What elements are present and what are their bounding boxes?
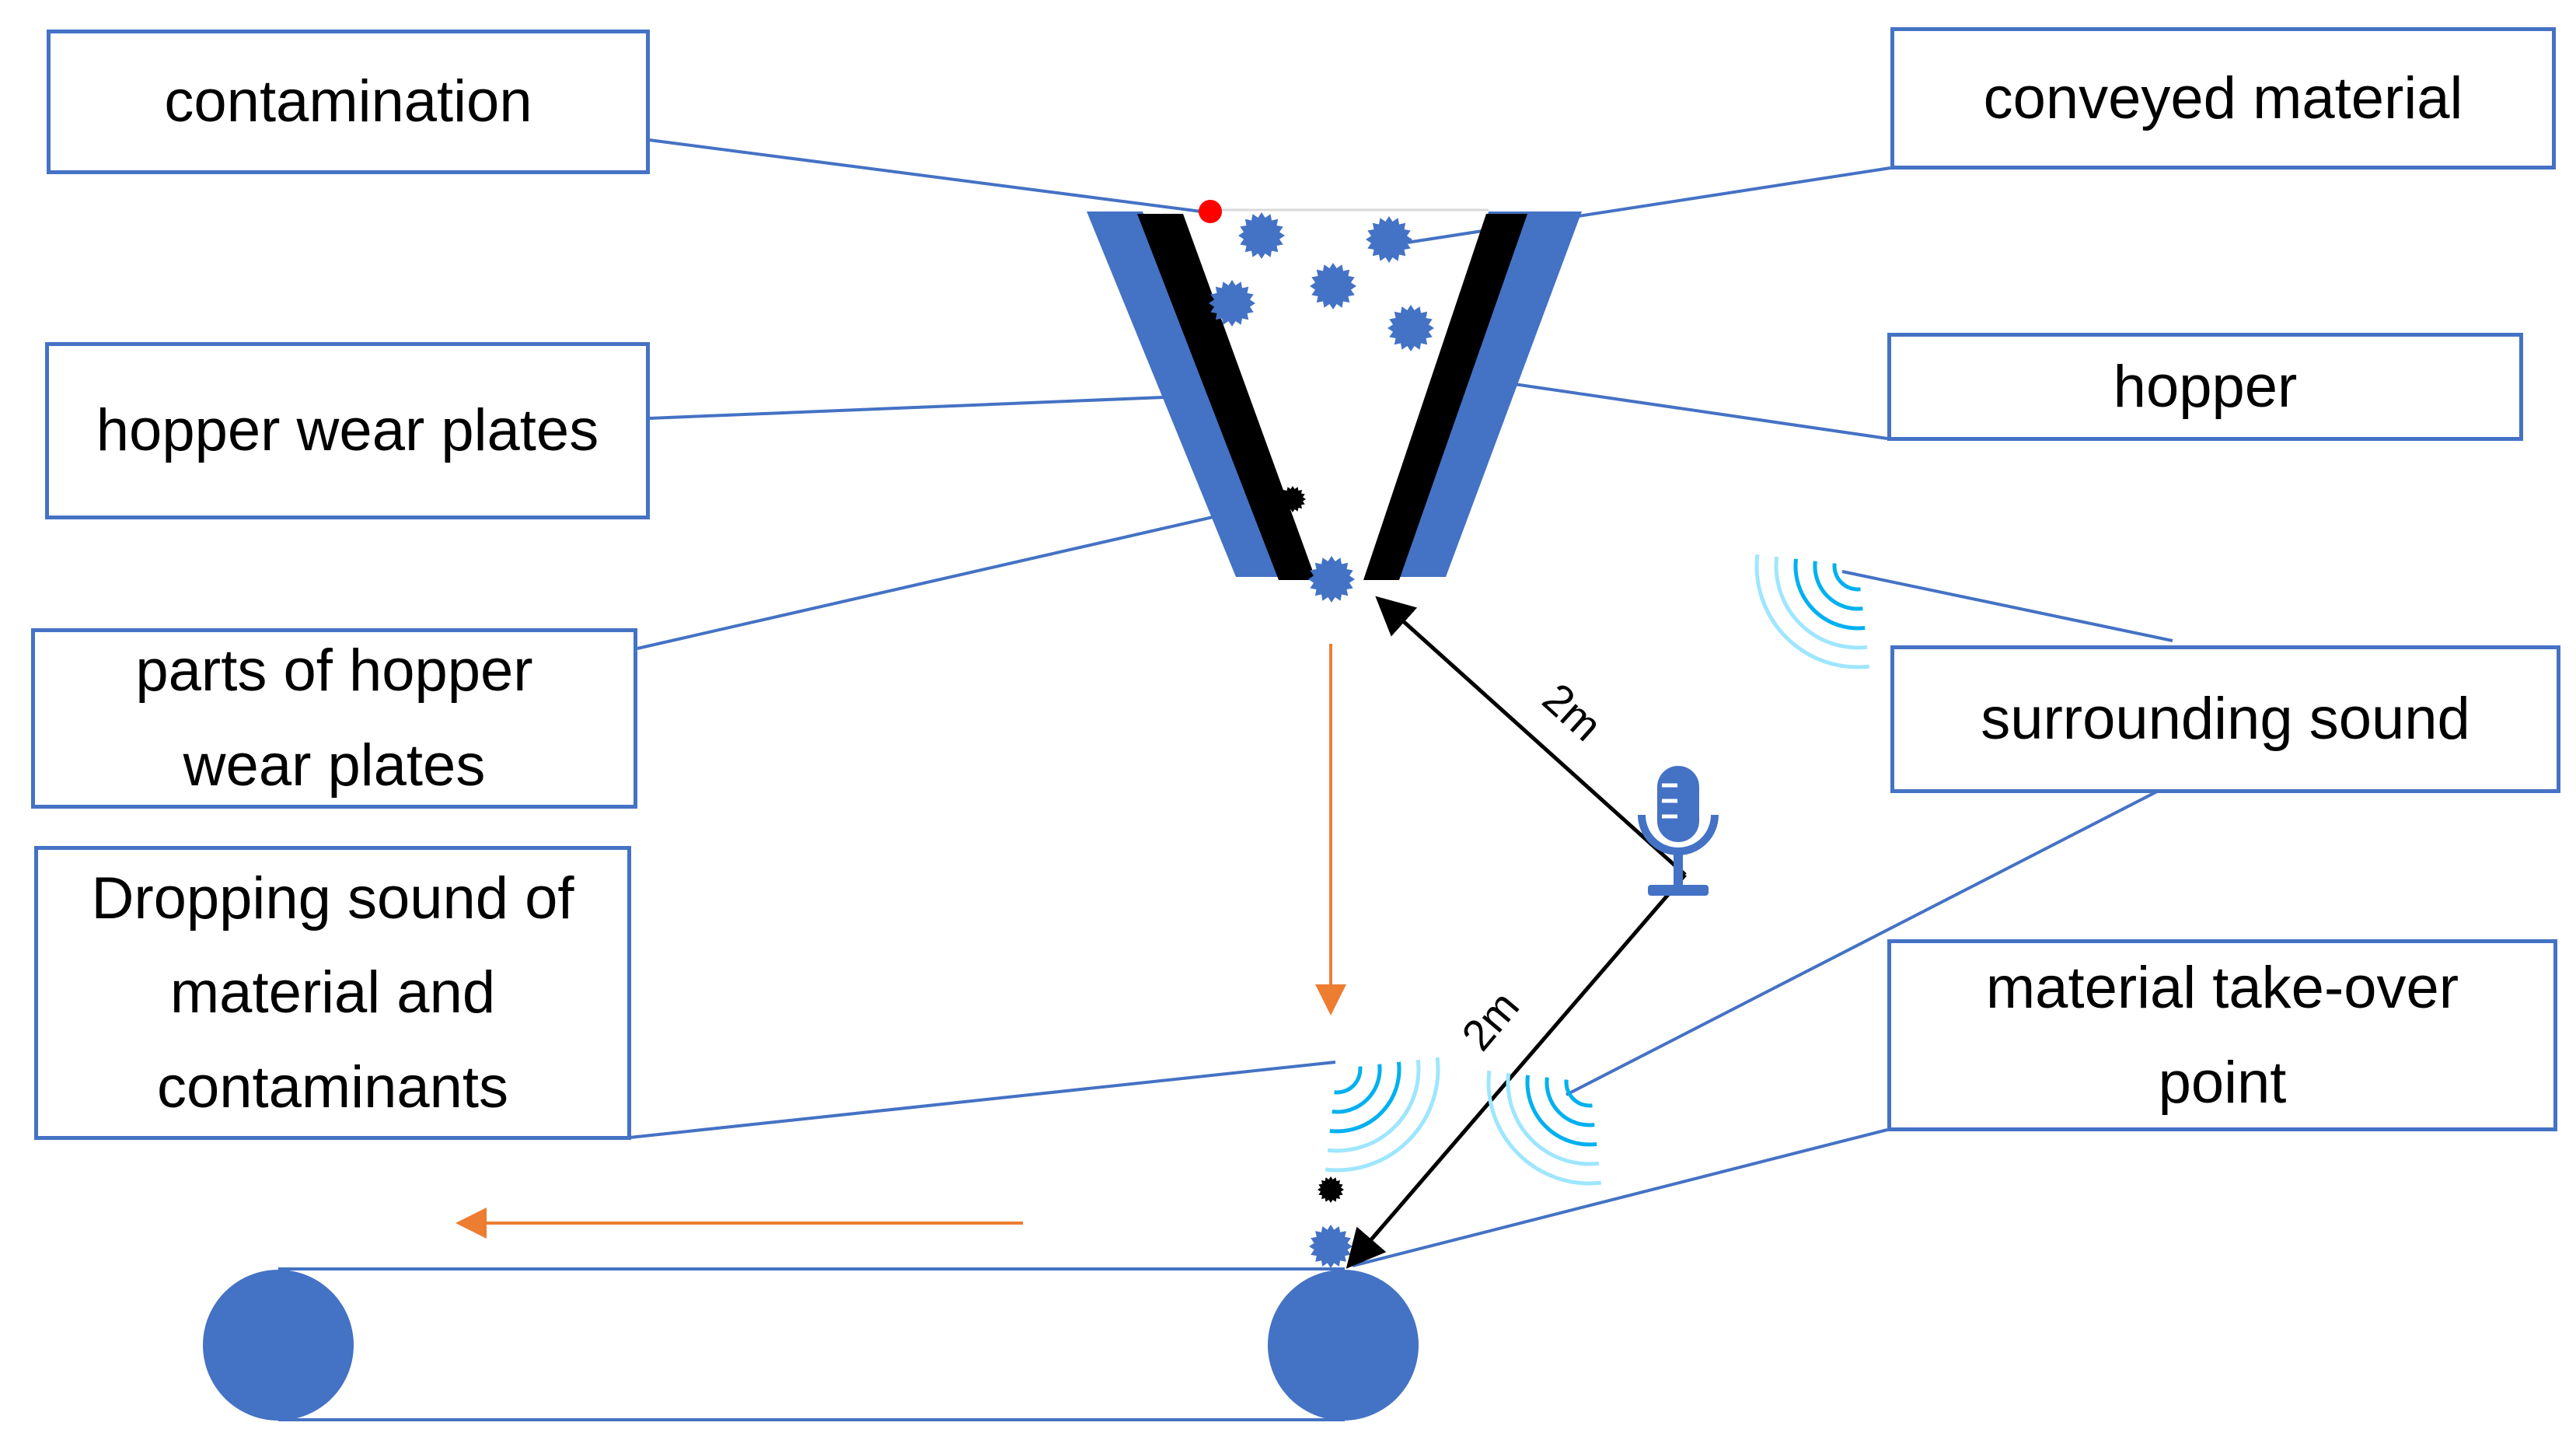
sound-waves-icon <box>1486 1070 1602 1186</box>
contamination-particle <box>1199 200 1222 223</box>
hopper-wall-left <box>1087 211 1279 577</box>
material-particle <box>1309 1225 1353 1268</box>
distance-label-hopper: 2m <box>1534 673 1611 750</box>
material-particle <box>1318 1176 1344 1203</box>
microphone-icon <box>1638 766 1719 896</box>
hopper <box>1087 208 1582 580</box>
conveyor-pulley-right <box>1268 1270 1419 1421</box>
label-parts-of-wear-plates: parts of hopper wear plates <box>31 628 637 809</box>
conveyor-pulley-left <box>203 1270 354 1421</box>
hopper-wall-right <box>1395 211 1582 577</box>
sound-waves-icon <box>1325 1057 1440 1173</box>
leader-conveyed-material <box>1406 166 1891 244</box>
material-particle <box>1308 556 1355 603</box>
leader-surrounding-sound-upper <box>1841 570 2173 642</box>
leader-surrounding-sound-lower <box>1565 790 2158 1096</box>
distance-arrow-hopper <box>1375 596 1687 876</box>
wear-plate-fragments <box>1279 486 1344 1203</box>
material-particle <box>1209 280 1255 327</box>
leader-hopper-wear-plates <box>648 393 1221 420</box>
wear-plate-left <box>1137 214 1316 580</box>
material-particle <box>1279 486 1306 512</box>
leader-lines <box>629 138 2173 1267</box>
material-particle <box>1310 263 1356 309</box>
label-contamination: contamination <box>47 30 650 174</box>
label-surrounding-sound: surrounding sound <box>1890 645 2560 793</box>
leader-contamination <box>648 138 1202 213</box>
label-hopper: hopper <box>1887 333 2523 441</box>
leader-hopper <box>1513 383 1888 440</box>
leader-dropping-sound <box>629 1061 1336 1139</box>
label-dropping-sound: Dropping sound of material and contamina… <box>34 846 631 1140</box>
distance-arrow-take-over <box>1346 873 1687 1269</box>
material-particle <box>1238 212 1285 259</box>
leader-take-over-point <box>1352 1128 1888 1267</box>
sound-waves-icon <box>1754 554 1870 669</box>
conveyor-belt <box>203 1267 1419 1421</box>
label-hopper-wear-plates: hopper wear plates <box>45 342 650 519</box>
material-particles <box>1209 212 1434 1268</box>
label-take-over-point: material take-over point <box>1887 939 2557 1131</box>
distance-label-take-over: 2m <box>1452 981 1528 1059</box>
material-particle <box>1366 216 1412 263</box>
wear-plate-right <box>1363 214 1527 580</box>
label-conveyed-material: conveyed material <box>1890 27 2556 170</box>
leader-parts-of-plates <box>637 496 1299 650</box>
material-particle <box>1387 305 1434 351</box>
